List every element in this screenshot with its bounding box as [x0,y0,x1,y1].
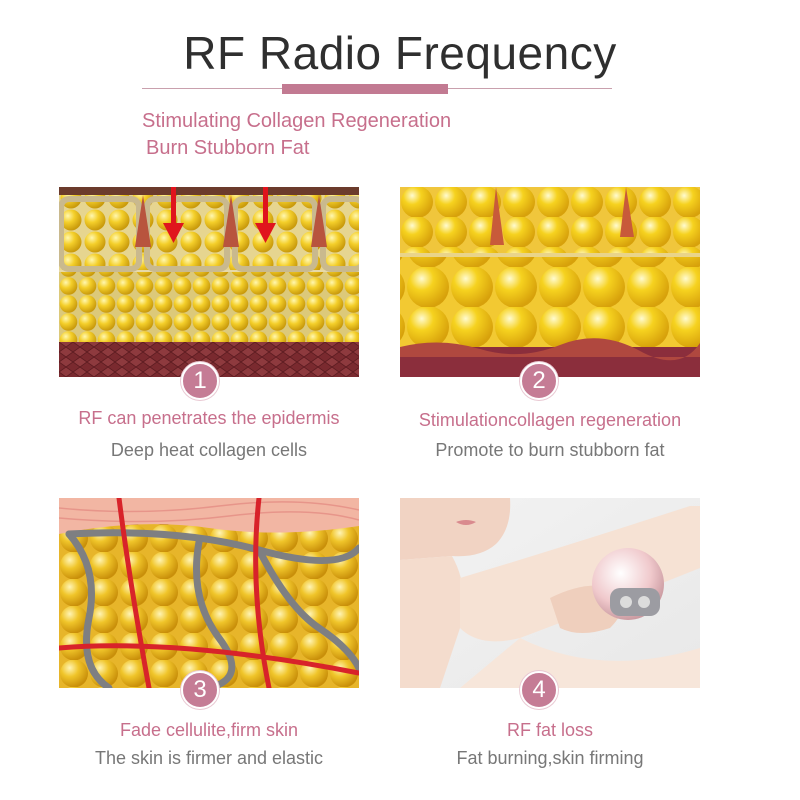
panel-4-image [400,498,700,688]
cellulite-illustration [59,498,359,688]
panel-3-image [59,498,359,688]
panel-2-image [400,187,700,377]
subcaption-3: The skin is firmer and elastic [94,748,324,768]
caption-3: Fade cellulite,firm skin [119,720,299,740]
subtitle-line-1: Stimulating Collagen Regeneration [142,110,452,132]
subtitle-line-2: Burn Stubborn Fat [146,137,310,159]
skin-layers-illustration [59,187,359,377]
step-badge-3: 3 [181,671,219,709]
subcaption-1: Deep heat collagen cells [110,440,308,460]
caption-4: RF fat loss [506,720,594,740]
subcaption-2: Promote to burn stubborn fat [435,440,665,460]
caption-2: Stimulationcollagen regeneration [418,410,682,430]
step-badge-2: 2 [520,362,558,400]
page-title: RF Radio Frequency [183,27,617,79]
step-badge-4: 4 [520,671,558,709]
step-badge-1: 1 [181,362,219,400]
caption-1: RF can penetrates the epidermis [78,408,340,428]
subcaption-4: Fat burning,skin firming [456,748,644,768]
red-arrow-icon [163,187,276,243]
title-accent-bar [282,84,448,94]
woman-using-device-photo [400,498,700,688]
enlarged-fat-illustration [400,187,700,377]
panel-1-image [59,187,359,377]
